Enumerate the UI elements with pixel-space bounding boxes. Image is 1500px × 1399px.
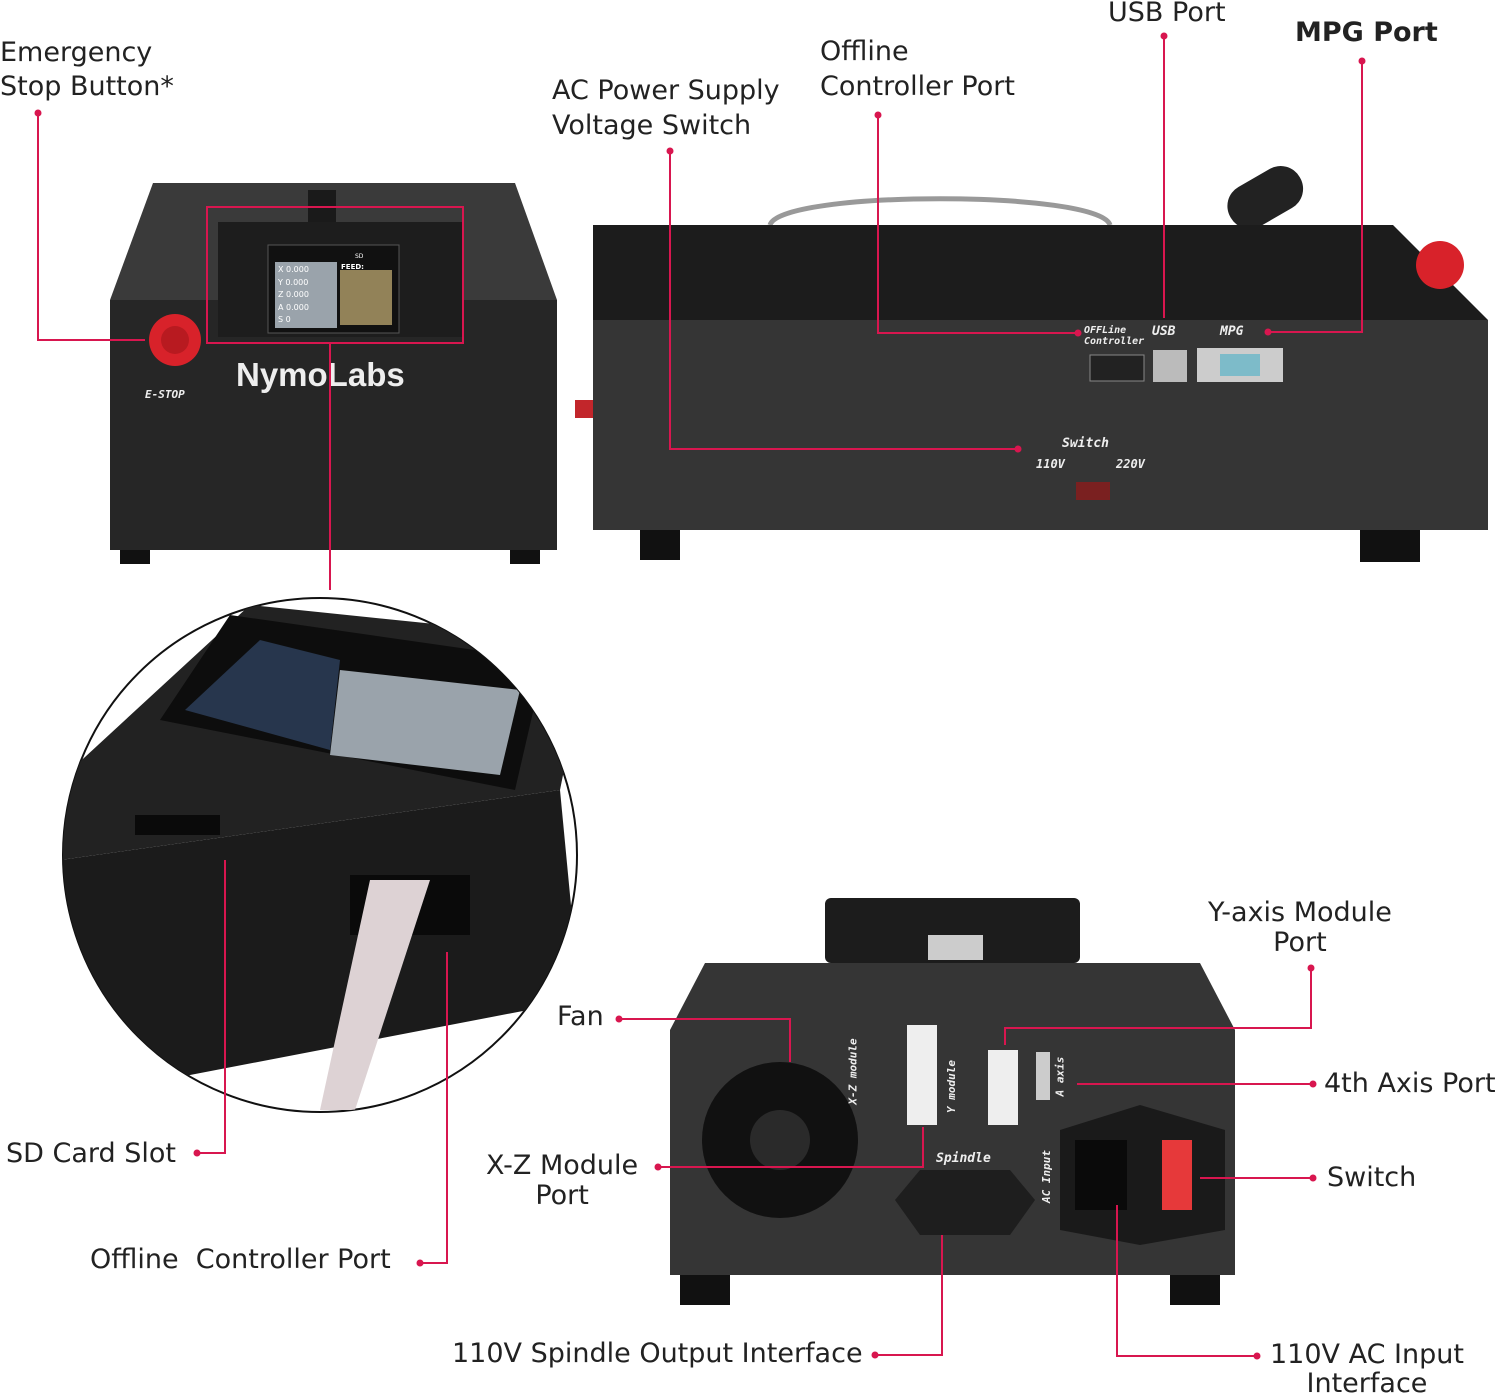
closeup-circle xyxy=(62,597,578,1113)
label-fan: Fan xyxy=(557,1001,604,1032)
panel-offline-label: OFFLine Controller xyxy=(1084,325,1145,347)
label-offline-controller-port-top: Offline Controller Port xyxy=(820,36,1015,102)
screen-sd: SD xyxy=(355,253,364,260)
panel-usb-label: USB xyxy=(1152,324,1176,339)
screen-feed: FEED: xyxy=(341,263,364,271)
rear-ac-label: AC Input xyxy=(1039,1150,1053,1203)
label-switch: Switch xyxy=(1327,1162,1417,1193)
screen-axis-s: S 0 xyxy=(278,315,291,324)
label-usb-port: USB Port xyxy=(1108,0,1226,28)
panel-mpg-label: MPG xyxy=(1220,324,1244,339)
rear-spindle-label: Spindle xyxy=(936,1151,991,1166)
screen-axis-y: Y 0.000 xyxy=(278,277,309,287)
screen-axis-z: Z 0.000 xyxy=(278,290,309,299)
brand-logo: NymoLabs xyxy=(236,356,405,393)
screen-display: X 0.000 Y 0.000 Z 0.000 A 0.000 S 0 xyxy=(278,264,309,327)
label-xz-module-port: X-Z Module Port xyxy=(486,1150,639,1211)
label-sd-card-slot: SD Card Slot xyxy=(6,1138,177,1169)
panel-220v-label: 220V xyxy=(1116,457,1145,471)
power-switch-icon xyxy=(1162,1140,1192,1210)
estop-text: E-STOP xyxy=(145,388,185,401)
label-y-axis-module-port: Y-axis Module Port xyxy=(1208,897,1392,958)
label-emergency-stop: Emergency Stop Button* xyxy=(0,37,174,102)
label-ac-voltage-switch: AC Power Supply Voltage Switch xyxy=(552,75,780,141)
rear-xz-label: X-Z module xyxy=(846,1038,860,1105)
panel-switch-label: Switch xyxy=(1062,436,1109,451)
rear-y-label: Y module xyxy=(944,1060,958,1113)
screen-axis-x: X 0.000 xyxy=(278,265,309,274)
panel-110v-label: 110V xyxy=(1036,457,1065,471)
rear-a-label: A axis xyxy=(1053,1056,1067,1097)
side-device xyxy=(575,166,1488,562)
label-mpg-port: MPG Port xyxy=(1295,17,1438,48)
label-ac-input: 110V AC Input Interface xyxy=(1270,1339,1464,1399)
label-spindle-output: 110V Spindle Output Interface xyxy=(452,1338,863,1369)
screen-axis-a: A 0.000 xyxy=(278,302,309,312)
label-offline-controller-port-bottom: Offline Controller Port xyxy=(90,1244,391,1275)
label-4th-axis-port: 4th Axis Port xyxy=(1324,1068,1496,1099)
